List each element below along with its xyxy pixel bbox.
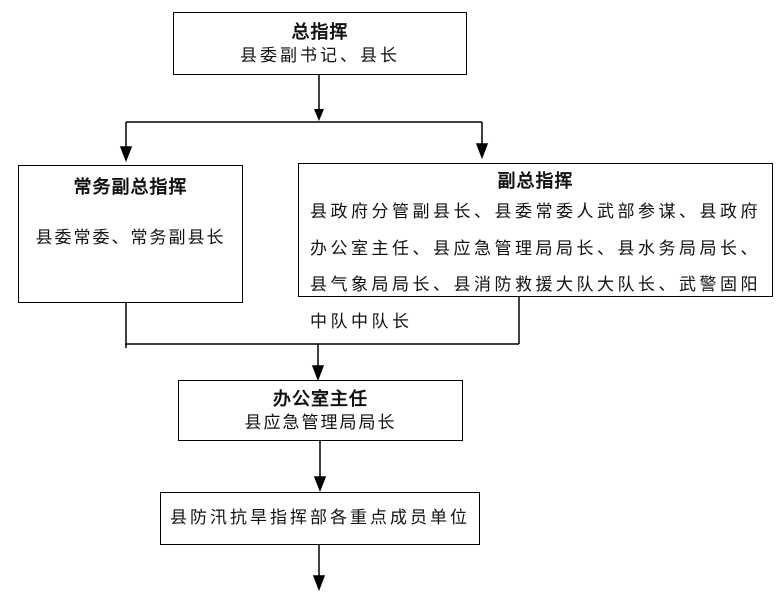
node-commander-title: 总指挥 [291, 22, 349, 42]
arrow-down-icon [312, 575, 326, 592]
node-office-director-subtitle: 县应急管理局局长 [244, 413, 397, 432]
arrow-down-icon [475, 143, 489, 160]
node-executive-deputy-title: 常务副总指挥 [73, 177, 188, 197]
arrow-down-icon [314, 109, 324, 121]
node-commander-subtitle: 县委副书记、县长 [240, 46, 400, 65]
node-office-director: 办公室主任 县应急管理局局长 [178, 380, 463, 441]
node-executive-deputy-commander: 常务副总指挥 县委常委、常务副县长 [18, 165, 243, 303]
node-member-units-label: 县防汛抗旱指挥部各重点成员单位 [170, 508, 470, 527]
connector-branch-to-deputy [475, 122, 489, 160]
connector-merge-to-office-director [311, 344, 325, 382]
arrow-down-icon [313, 476, 327, 493]
node-office-director-title: 办公室主任 [273, 389, 368, 409]
node-deputy-commander: 副总指挥 县政府分管副县长、县委常委人武部参谋、县政府办公室主任、县应急管理局局… [298, 163, 773, 331]
arrow-down-icon [119, 146, 133, 163]
node-deputy-title: 副总指挥 [497, 171, 574, 191]
arrow-down-icon [311, 365, 325, 382]
connector-commander-to-branch [314, 75, 324, 121]
node-member-units: 县防汛抗旱指挥部各重点成员单位 [160, 492, 480, 545]
node-deputy-body: 县政府分管副县长、县委常委人武部参谋、县政府办公室主任、县应急管理局局长、县水务… [310, 202, 761, 331]
connector-office-director-to-member-units [313, 441, 327, 493]
node-commander: 总指挥 县委副书记、县长 [173, 12, 467, 75]
connector-branch-to-executive-deputy [119, 122, 133, 163]
connector-member-units-down [312, 545, 326, 592]
node-executive-deputy-body: 县委常委、常务副县长 [35, 228, 226, 247]
